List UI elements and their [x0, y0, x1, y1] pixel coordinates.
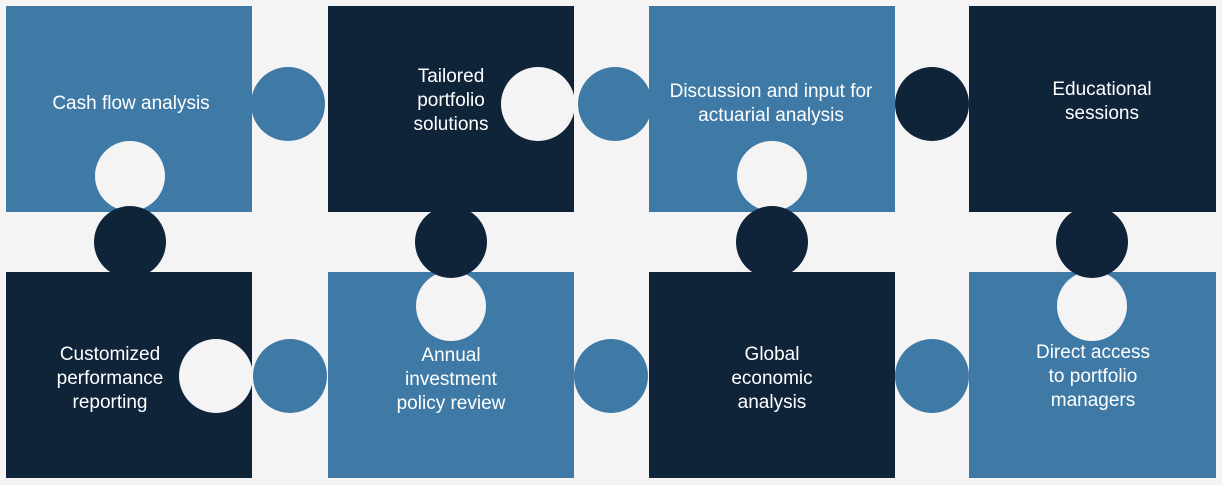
puzzle-knob-cash-flow-analysis [251, 67, 325, 141]
piece-label-line: investment [405, 369, 497, 390]
puzzle-knob-educational-sessions [895, 67, 969, 141]
piece-label-line: actuarial analysis [698, 105, 844, 126]
puzzle-knob-customized-performance-reporting [94, 206, 166, 278]
piece-label-line: reporting [72, 392, 148, 413]
puzzle-pieces [6, 6, 1216, 478]
puzzle-knob-global-economic-analysis [736, 206, 808, 278]
piece-label-line: to portfolio [1048, 366, 1138, 387]
puzzle-socket [501, 67, 575, 141]
piece-label-educational-sessions: Educational sessions [1052, 78, 1151, 126]
piece-label-annual-investment-policy-review: Annual investment policy review [397, 344, 506, 416]
puzzle-knob-annual-investment-policy-review [574, 339, 648, 413]
piece-label-line: portfolio [417, 90, 485, 111]
puzzle-knob-annual-investment-policy-review [253, 339, 327, 413]
piece-label-line: Customized [59, 344, 161, 365]
piece-label-line: Cash flow analysis [52, 93, 210, 114]
puzzle-socket [737, 141, 807, 211]
puzzle-knob-educational-sessions [1056, 206, 1128, 278]
piece-label-tailored-portfolio-solutions: Tailored portfolio solutions [414, 65, 489, 137]
piece-label-line: policy review [396, 393, 506, 414]
puzzle-socket [179, 339, 253, 413]
piece-label-line: Annual [421, 345, 481, 366]
piece-label-line: Discussion and input for [669, 81, 873, 102]
piece-label-line: Educational [1052, 79, 1152, 100]
piece-label-cash-flow-analysis: Cash flow analysis [52, 92, 209, 116]
piece-label-discussion-actuarial-analysis: Discussion and input for actuarial analys… [670, 80, 873, 128]
piece-label-line: sessions [1065, 103, 1139, 124]
piece-label-line: Direct access [1035, 342, 1151, 363]
piece-label-direct-access-portfolio-managers: Direct access to portfolio managers [1036, 341, 1150, 413]
piece-label-line: performance [56, 368, 164, 389]
piece-label-customized-performance-reporting: Customized performance reporting [57, 343, 164, 415]
puzzle-knob-discussion-actuarial-analysis [578, 67, 652, 141]
puzzle-piece-educational-sessions [969, 6, 1216, 212]
piece-label-line: economic [731, 368, 813, 389]
puzzle-knob-direct-access-portfolio-managers [895, 339, 969, 413]
puzzle-socket [1057, 271, 1127, 341]
piece-label-line: Tailored [417, 66, 485, 87]
piece-label-line: Global [744, 344, 800, 365]
piece-label-line: managers [1050, 390, 1136, 411]
puzzle-socket [95, 141, 165, 211]
puzzle-knob-tailored-portfolio-solutions [415, 206, 487, 278]
piece-label-line: solutions [413, 114, 489, 135]
puzzle-socket [416, 271, 486, 341]
piece-label-global-economic-analysis: Global economic analysis [731, 343, 812, 415]
piece-label-line: analysis [737, 392, 807, 413]
puzzle-piece-global-economic-analysis [649, 272, 895, 478]
